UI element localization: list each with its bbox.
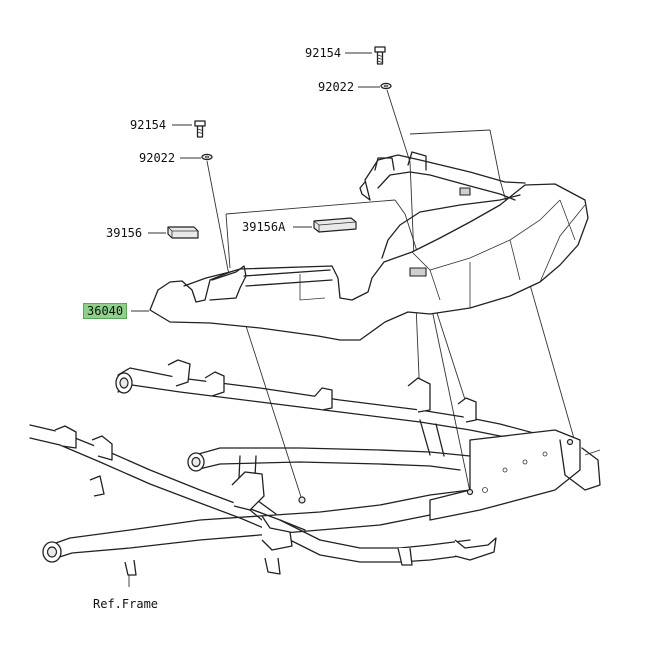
label-cowl-36040: 36040 (83, 303, 128, 319)
label-bolt-92154-left: 92154 (130, 118, 167, 132)
label-ref-frame: Ref.Frame (93, 597, 159, 611)
label-washer-92022-left: 92022 (139, 151, 176, 165)
rear-frame (29, 359, 601, 576)
pad-39156 (167, 226, 199, 239)
label-pad-39156: 39156 (106, 226, 143, 240)
label-washer-92022-top: 92022 (318, 80, 355, 94)
bolt-icon (194, 120, 206, 138)
label-pad-39156a: 39156A (242, 220, 286, 234)
label-bolt-92154-top: 92154 (305, 46, 342, 60)
washer-icon (380, 82, 392, 90)
washer-icon (201, 153, 213, 161)
bolt-icon (374, 46, 386, 65)
seat-cowl-36040 (149, 151, 589, 341)
pad-39156a (313, 217, 357, 233)
